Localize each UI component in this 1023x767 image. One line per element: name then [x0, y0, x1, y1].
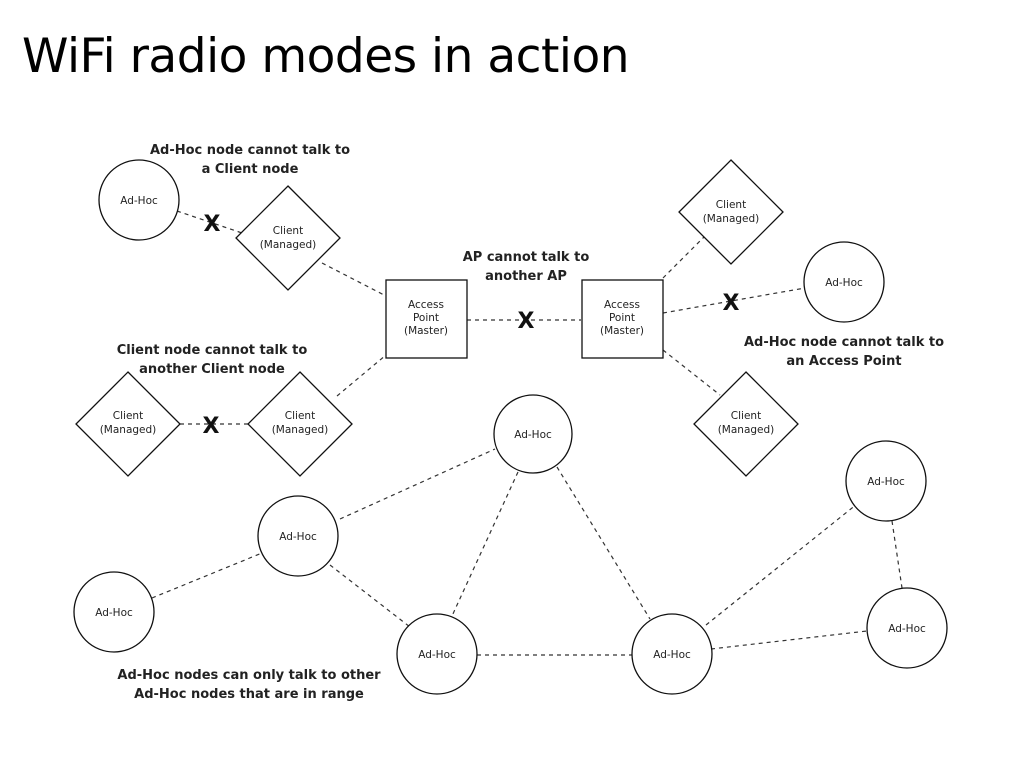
adhoc-node-bottom-center-left: Ad-Hoc	[396, 613, 478, 695]
node-label: Ad-Hoc	[888, 623, 926, 635]
link-adhoc-mesh-2	[151, 552, 263, 599]
note-line2: an Access Point	[786, 354, 901, 369]
blocked-x-adhoc-client: X	[204, 212, 221, 237]
node-label: Ad-Hoc	[120, 195, 158, 207]
access-point-right: Access Point (Master)	[581, 279, 664, 359]
client-node-top-left: Client (Managed)	[235, 185, 341, 291]
link-ap-client-right-top	[662, 233, 708, 279]
blocked-x-ap-adhoc: X	[723, 291, 740, 316]
blocked-markers: X X X X	[203, 212, 740, 439]
link-adhoc-mesh-9	[891, 520, 903, 589]
adhoc-node-far-right-top: Ad-Hoc	[845, 440, 927, 522]
adhoc-node-mid-left: Ad-Hoc	[257, 495, 339, 577]
node-label-line2: (Managed)	[100, 424, 157, 436]
node-label-line3: (Master)	[600, 325, 644, 337]
link-client-ap-left-bottom	[336, 354, 387, 397]
blocked-x-client-client: X	[203, 414, 220, 439]
adhoc-node-top-left: Ad-Hoc	[98, 159, 180, 241]
node-label-line1: Access	[604, 299, 640, 311]
note-line2: another AP	[485, 269, 567, 284]
node-label-line2: (Managed)	[272, 424, 329, 436]
link-adhoc-mesh-3	[329, 564, 411, 628]
node-label-line2: (Managed)	[260, 239, 317, 251]
link-adhoc-mesh-4	[451, 471, 519, 617]
link-adhoc-mesh-1	[339, 448, 496, 520]
node-label-line1: Access	[408, 299, 444, 311]
note-ap-ap: AP cannot talk to another AP	[463, 250, 590, 284]
adhoc-node-far-right-bottom: Ad-Hoc	[866, 587, 948, 669]
node-label-line3: (Master)	[404, 325, 448, 337]
note-client-client: Client node cannot talk to another Clien…	[117, 343, 308, 377]
link-adhoc-mesh-5	[556, 466, 651, 620]
link-ap-adhoc-blocked	[662, 287, 806, 314]
adhoc-node-bottom-left: Ad-Hoc	[73, 571, 155, 653]
note-adhoc-ap: Ad-Hoc node cannot talk to an Access Poi…	[744, 335, 944, 369]
note-line2: another Client node	[139, 362, 285, 377]
node-label-line1: Client	[113, 410, 143, 422]
adhoc-node-right: Ad-Hoc	[803, 241, 885, 323]
adhoc-node-bottom-center-right: Ad-Hoc	[631, 613, 713, 695]
node-label-line1: Client	[731, 410, 761, 422]
note-adhoc-client: Ad-Hoc node cannot talk to a Client node	[150, 143, 350, 177]
node-label-line1: Client	[273, 225, 303, 237]
note-line2: Ad-Hoc nodes that are in range	[134, 687, 364, 702]
slide-title: WiFi radio modes in action	[22, 29, 630, 84]
blocked-x-ap-ap: X	[518, 309, 535, 334]
note-line1: Ad-Hoc node cannot talk to	[150, 143, 350, 158]
node-label: Ad-Hoc	[867, 476, 905, 488]
links	[151, 210, 903, 656]
node-label-line1: Client	[716, 199, 746, 211]
note-line1: AP cannot talk to	[463, 250, 590, 265]
note-line1: Ad-Hoc nodes can only talk to other	[117, 668, 381, 683]
client-node-right-bottom: Client (Managed)	[693, 371, 799, 477]
node-label: Ad-Hoc	[825, 277, 863, 289]
note-line1: Ad-Hoc node cannot talk to	[744, 335, 944, 350]
access-point-left: Access Point (Master)	[385, 279, 468, 359]
note-adhoc-range: Ad-Hoc nodes can only talk to other Ad-H…	[117, 668, 381, 702]
note-line1: Client node cannot talk to	[117, 343, 308, 358]
link-adhoc-mesh-7	[705, 503, 858, 626]
adhoc-node-center-top: Ad-Hoc	[493, 394, 573, 474]
node-label-line2: (Managed)	[703, 213, 760, 225]
client-node-left: Client (Managed)	[75, 371, 181, 477]
node-label-line2: (Managed)	[718, 424, 775, 436]
node-label: Ad-Hoc	[514, 429, 552, 441]
client-node-right-top: Client (Managed)	[678, 159, 784, 265]
node-label: Ad-Hoc	[418, 649, 456, 661]
link-client-ap-left-top	[321, 262, 387, 297]
node-label: Ad-Hoc	[279, 531, 317, 543]
node-label: Ad-Hoc	[95, 607, 133, 619]
node-label-line1: Client	[285, 410, 315, 422]
link-adhoc-mesh-8	[710, 630, 868, 650]
link-ap-client-right-bottom	[662, 349, 721, 396]
node-label-line2: Point	[413, 312, 439, 324]
node-label: Ad-Hoc	[653, 649, 691, 661]
client-node-center-left: Client (Managed)	[247, 371, 353, 477]
node-label-line2: Point	[609, 312, 635, 324]
note-line2: a Client node	[202, 162, 299, 177]
